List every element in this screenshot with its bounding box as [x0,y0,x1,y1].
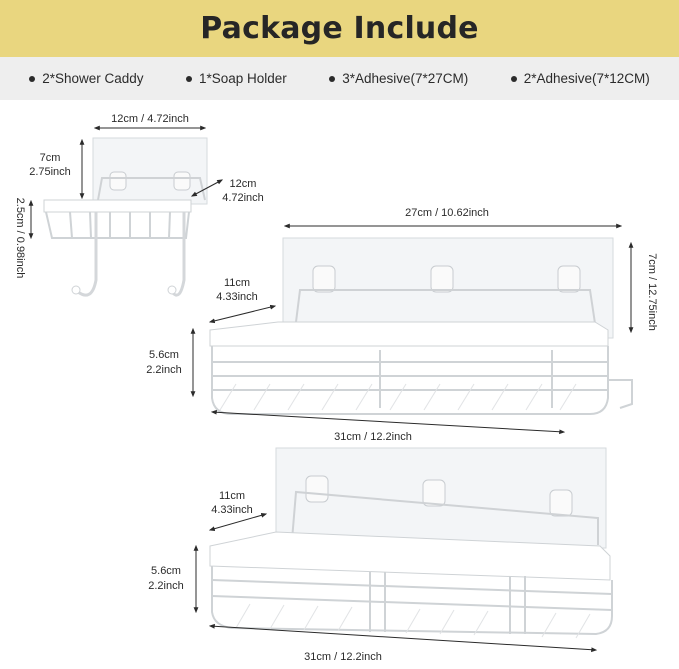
bullet-icon [185,75,192,82]
page-title: Package Include [200,11,479,46]
dimension-label: 12cm / 4.72inch [111,113,189,125]
list-item: 3*Adhesive(7*27CM) [329,71,468,86]
dimension-label: 7cm [40,152,61,164]
dimension-label: 7cm / 12.75inch [646,253,658,331]
dimension-label: 2.2inch [146,364,181,376]
soap-holder [43,137,208,297]
adhesive-hook [312,265,581,293]
product-illustration: 12cm / 4.72inch 7cm 2.75inch 12cm 4.72in… [14,113,658,663]
shower-caddy-bottom [209,447,613,639]
dimension-label: 2.75inch [29,166,71,178]
basket-rim [209,531,611,581]
list-item-label: 2*Shower Caddy [42,71,144,86]
dimension-label: 5.6cm [149,349,179,361]
bullet-icon [510,75,517,82]
bullet-icon [329,75,336,82]
list-item-label: 1*Soap Holder [198,71,287,86]
list-item: 2*Adhesive(7*12CM) [510,71,650,86]
soap-tray [43,199,192,213]
dimension-label: 31cm / 12.2inch [304,651,382,663]
dimension-label: 12cm [230,178,257,190]
list-item-label: 3*Adhesive(7*27CM) [342,71,469,86]
dimension-label: 27cm / 10.62inch [405,207,489,219]
adhesive-hook [109,171,191,191]
dimension-label: 11cm [224,277,250,289]
dimension-label: 31cm / 12.2inch [334,431,412,443]
dimension-label: 4.72inch [222,192,264,204]
list-item: 1*Soap Holder [185,71,287,86]
header-banner: Package Include [0,0,679,57]
dimension-label: 4.33inch [211,504,253,516]
bullet-icon [29,75,36,82]
list-item-label: 2*Adhesive(7*12CM) [523,71,650,86]
dimension-label: 4.33inch [216,291,258,303]
list-item: 2*Shower Caddy [29,71,144,86]
shower-caddy-top [209,237,633,415]
dimension-label: 2.2inch [148,580,183,592]
adhesive-hook [305,475,573,517]
basket-floor [219,383,577,411]
dimension-label: 2.5cm / 0.98inch [14,198,26,279]
dimension-label: 11cm [219,490,245,502]
basket-rim [209,321,609,347]
dimension-label: 5.6cm [151,565,181,577]
adhesive-plate [92,137,208,205]
package-contents-list: 2*Shower Caddy 1*Soap Holder 3*Adhesive(… [0,57,679,100]
